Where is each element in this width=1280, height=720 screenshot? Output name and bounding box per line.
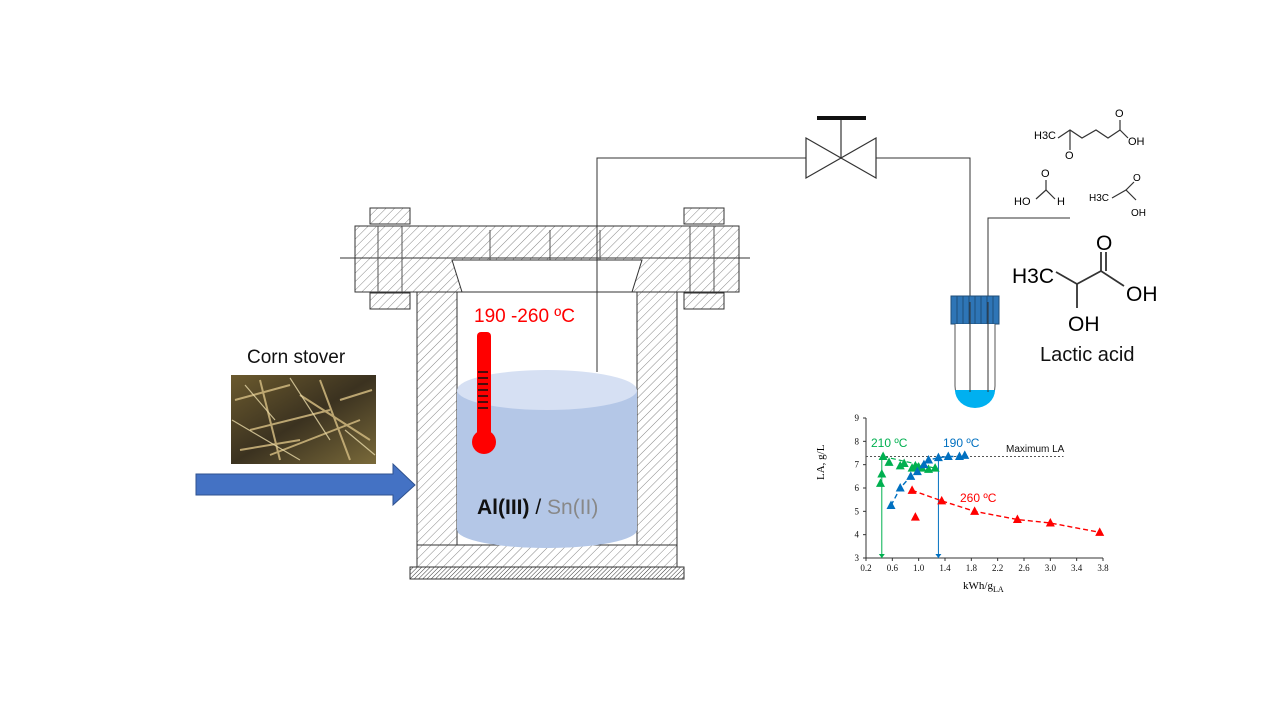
series-260-point — [910, 512, 920, 521]
axis-arrow-marker — [935, 554, 942, 558]
acetic-acid-structure — [1111, 181, 1137, 201]
series-190-point — [960, 450, 970, 459]
sampling-line — [596, 157, 1070, 372]
lactic-oh-bottom: OH — [1068, 313, 1100, 336]
levulinic-oh: OH — [1128, 136, 1145, 148]
levulinic-acid-structure — [1057, 120, 1129, 150]
lactic-oh-right: OH — [1126, 283, 1158, 306]
sample-vial-icon — [950, 295, 1000, 408]
acetic-h3c: H3C — [1089, 193, 1110, 204]
corn-stover-photo — [231, 375, 376, 464]
series-260-point — [1045, 518, 1055, 527]
chart-x-label: kWh/gLA — [963, 580, 1004, 594]
thermometer-icon — [472, 332, 496, 454]
levulinic-o: O — [1065, 150, 1074, 162]
catalyst-al: Al(III) — [477, 496, 530, 519]
x-tick-label: 3.0 — [1045, 563, 1057, 573]
x-tick-label: 1.4 — [939, 563, 951, 573]
catalyst-label: Al(III) / Sn(II) — [477, 496, 598, 520]
temperature-label: 190 -260 ºC — [474, 306, 575, 327]
series-190-point — [943, 451, 953, 460]
series-260-label: 260 ºC — [960, 491, 997, 505]
x-tick-label: 1.0 — [913, 563, 925, 573]
series-260-point — [970, 506, 980, 515]
series-260-point — [1012, 514, 1022, 523]
acetic-o: O — [1133, 173, 1141, 184]
series-210-point — [930, 463, 940, 472]
x-tick-label: 2.2 — [992, 563, 1003, 573]
series-190-point — [906, 471, 916, 480]
x-tick-label: 1.8 — [966, 563, 978, 573]
series-210-label: 210 ºC — [871, 436, 908, 450]
series-210-point — [875, 478, 885, 487]
chart: 0.2 0.6 1.0 1.4 1.8 2.2 2.6 3.0 3.4 3.8 3 4 5 6 7 8 9 — [855, 413, 1110, 573]
x-tick-label: 2.6 — [1018, 563, 1030, 573]
x-tick-label: 3.8 — [1097, 563, 1109, 573]
chart-x-label-main: kWh/g — [963, 580, 993, 592]
series-210-point — [878, 451, 888, 460]
y-tick-label: 4 — [855, 530, 860, 540]
chart-y-label: LA, g/L — [815, 444, 827, 480]
lactic-h3c: H3C — [1012, 265, 1055, 288]
corn-stover-label: Corn stover — [247, 347, 346, 368]
series-190-point — [895, 483, 905, 492]
lactic-acid-structure — [1055, 252, 1125, 308]
series-190-point — [933, 452, 943, 462]
feed-arrow-icon — [195, 462, 416, 507]
reaction-liquid — [457, 370, 637, 548]
x-tick-label: 3.4 — [1071, 563, 1083, 573]
formic-h: H — [1057, 196, 1065, 208]
series-210-point — [884, 457, 894, 466]
series-210-point — [895, 460, 905, 470]
formic-o: O — [1041, 168, 1050, 180]
series-210-point — [899, 458, 909, 467]
series-210-point — [877, 469, 887, 478]
y-tick-label: 5 — [855, 506, 860, 516]
series-190-point — [886, 500, 896, 509]
levulinic-h3c: H3C — [1034, 130, 1057, 142]
lactic-acid-label: Lactic acid — [1040, 344, 1135, 366]
chart-x-label-sub: LA — [992, 585, 1004, 595]
formic-acid-structure — [1035, 180, 1056, 200]
series-260-trend — [911, 489, 1100, 534]
y-tick-label: 9 — [855, 413, 860, 423]
series-210-point — [924, 464, 934, 473]
formic-ho: HO — [1014, 196, 1031, 208]
y-tick-label: 7 — [855, 460, 860, 470]
catalyst-sn: Sn(II) — [547, 496, 599, 519]
valve-icon — [805, 116, 877, 180]
series-190-point — [919, 459, 929, 469]
acetic-oh: OH — [1131, 208, 1146, 219]
lactic-o: O — [1096, 232, 1113, 255]
series-260-point — [1095, 527, 1105, 536]
series-190-point — [924, 455, 934, 464]
y-tick-label: 8 — [855, 436, 860, 446]
ref-line-label: Maximum LA — [1006, 444, 1065, 455]
catalyst-separator: / — [529, 496, 548, 519]
x-tick-label: 0.2 — [860, 563, 871, 573]
x-tick-label: 0.6 — [887, 563, 899, 573]
y-tick-label: 3 — [855, 553, 860, 563]
series-190-label: 190 ºC — [943, 436, 980, 450]
levulinic-o2: O — [1115, 108, 1124, 120]
series-260-point — [937, 495, 947, 505]
series-190-point — [912, 466, 922, 476]
axis-arrow-marker — [878, 554, 885, 558]
series-260-point — [907, 485, 917, 494]
y-tick-label: 6 — [855, 483, 860, 493]
